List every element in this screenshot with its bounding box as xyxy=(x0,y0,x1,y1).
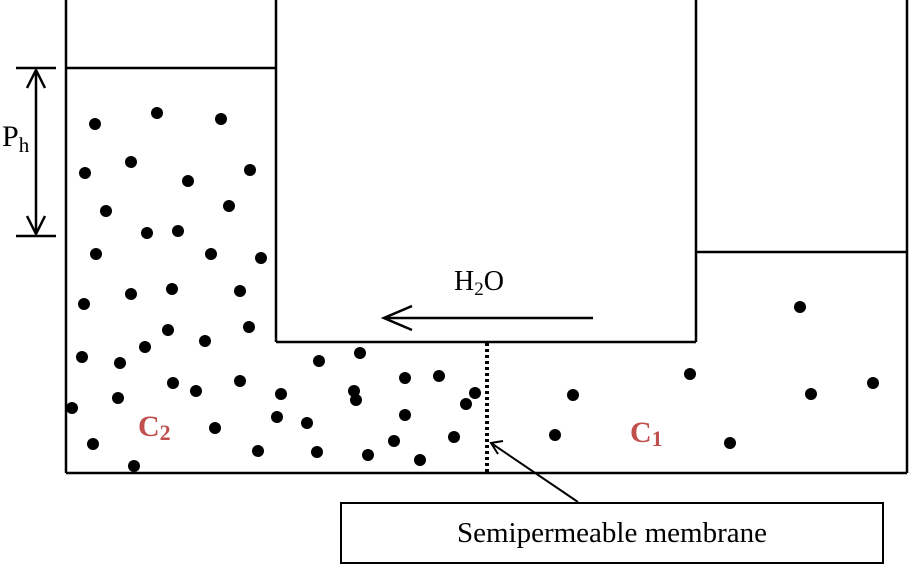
solute-particle xyxy=(166,283,178,295)
solute-particle xyxy=(78,298,90,310)
solute-particle xyxy=(348,385,360,397)
solute-particle xyxy=(354,347,366,359)
membrane-label-box: Semipermeable membrane xyxy=(340,502,884,564)
solute-particles xyxy=(66,107,879,472)
pressure-head-label: Ph xyxy=(2,120,30,157)
solute-particle xyxy=(549,429,561,441)
solute-particle xyxy=(167,377,179,389)
solute-particle xyxy=(182,175,194,187)
solute-particle xyxy=(162,324,174,336)
solute-particle xyxy=(76,351,88,363)
vessel xyxy=(64,0,909,475)
pressure-head-arrow xyxy=(16,66,56,238)
solute-particle xyxy=(114,357,126,369)
solute-particle xyxy=(100,205,112,217)
solute-particle xyxy=(79,167,91,179)
solute-particle xyxy=(271,411,283,423)
pointer-shaft xyxy=(490,442,579,503)
solute-particle xyxy=(433,370,445,382)
solute-particle xyxy=(469,387,481,399)
solute-particle xyxy=(275,388,287,400)
solute-particle xyxy=(301,417,313,429)
solute-particle xyxy=(350,394,362,406)
solute-particle xyxy=(255,252,267,264)
solute-particle xyxy=(125,156,137,168)
solute-particle xyxy=(388,435,400,447)
solute-particle xyxy=(805,388,817,400)
solute-particle xyxy=(234,285,246,297)
solute-particle xyxy=(399,372,411,384)
solute-particle xyxy=(448,431,460,443)
solute-particle xyxy=(89,118,101,130)
solute-particle xyxy=(243,321,255,333)
membrane-label-text: Semipermeable membrane xyxy=(456,516,767,549)
solute-particle xyxy=(90,248,102,260)
concentration-c2-label: C2 xyxy=(138,410,171,445)
membrane-pointer xyxy=(489,440,579,503)
solute-particle xyxy=(205,248,217,260)
solute-particle xyxy=(867,377,879,389)
solute-particle xyxy=(311,446,323,458)
solute-particle xyxy=(252,445,264,457)
solute-particle xyxy=(128,460,140,472)
solute-particle xyxy=(460,398,472,410)
solute-particle xyxy=(125,288,137,300)
solute-particle xyxy=(190,385,202,397)
solute-particle xyxy=(139,341,151,353)
solute-particle xyxy=(141,227,153,239)
solute-particle xyxy=(362,449,374,461)
solute-particle xyxy=(215,113,227,125)
solute-particle xyxy=(414,454,426,466)
solute-particle xyxy=(724,437,736,449)
concentration-c1-label: C1 xyxy=(630,416,663,451)
pointer-arrowhead xyxy=(489,440,504,455)
ph-arrowhead-bottom xyxy=(25,215,47,237)
solute-particle xyxy=(234,375,246,387)
water-flow-arrow xyxy=(380,304,593,332)
solute-particle xyxy=(87,438,99,450)
solute-particle xyxy=(199,335,211,347)
solute-particle xyxy=(209,422,221,434)
solute-particle xyxy=(399,409,411,421)
solute-particle xyxy=(684,368,696,380)
solute-particle xyxy=(567,389,579,401)
solute-particle xyxy=(151,107,163,119)
water-label: H2O xyxy=(454,266,504,300)
flow-arrowhead xyxy=(380,304,413,332)
ph-arrowhead-top xyxy=(25,67,47,89)
solute-particle xyxy=(794,301,806,313)
solute-particle xyxy=(244,164,256,176)
solute-particle xyxy=(112,392,124,404)
solute-particle xyxy=(172,225,184,237)
solute-particle xyxy=(313,355,325,367)
solute-particle xyxy=(66,402,78,414)
solute-particle xyxy=(223,200,235,212)
